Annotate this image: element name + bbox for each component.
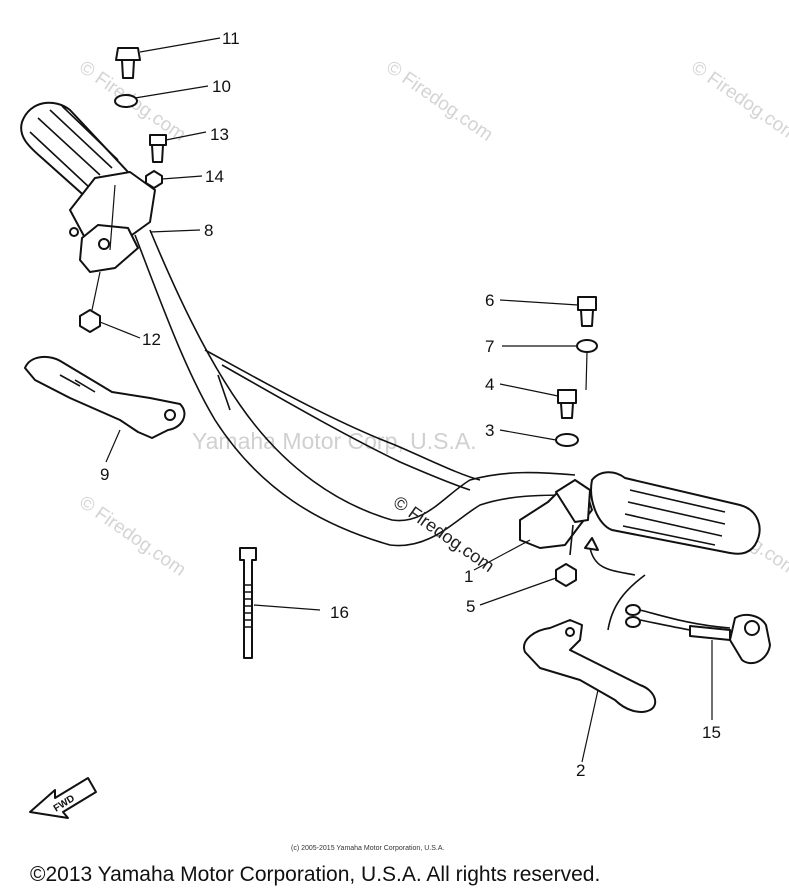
left-lever: [24, 355, 186, 439]
callout-7: 7: [485, 337, 494, 356]
throttle-housing: [69, 171, 156, 273]
callout-2: 2: [576, 761, 585, 780]
callout-3: 3: [485, 421, 494, 440]
clutch-lever: [523, 619, 657, 713]
callout-10: 10: [212, 77, 231, 96]
routing-curve: [607, 574, 646, 631]
callout-4: 4: [485, 375, 494, 394]
callout-labels: 11 10 13 14 8 12 9 6 7 4 3 1 5 16 15 2: [100, 29, 721, 780]
callout-14: 14: [205, 167, 224, 186]
copyright-small: (c) 2005-2015 Yamaha Motor Corporation, …: [291, 845, 444, 852]
watermark-yamaha: Yamaha Motor Corp, U.S.A.: [192, 428, 477, 454]
callout-8: 8: [204, 221, 213, 240]
callout-6: 6: [485, 291, 494, 310]
routing-arrowhead: [584, 537, 599, 551]
handlebar: [134, 229, 576, 547]
callout-11: 11: [222, 29, 240, 48]
callout-15: 15: [702, 723, 721, 742]
right-grip: [590, 471, 761, 555]
watermark-firedog: © Firedog.com: [687, 57, 789, 146]
callout-12: 12: [142, 330, 161, 349]
callout-9: 9: [100, 465, 109, 484]
routing-arrow: [589, 547, 636, 576]
callout-1: 1: [464, 567, 473, 586]
fwd-arrow: FWD: [29, 777, 97, 819]
callout-13: 13: [210, 125, 229, 144]
kill-switch: [625, 604, 771, 665]
callout-5: 5: [466, 597, 475, 616]
callout-16: 16: [330, 603, 349, 622]
watermark-firedog: © Firedog.com: [382, 57, 496, 146]
cable-strap: [239, 547, 257, 659]
right-lever-holder: [519, 479, 593, 549]
copyright-main: ©2013 Yamaha Motor Corporation, U.S.A. A…: [30, 863, 600, 886]
hardware: [79, 47, 598, 587]
leader-lines: [91, 37, 713, 763]
watermark-firedog: © Firedog.com: [75, 492, 189, 581]
